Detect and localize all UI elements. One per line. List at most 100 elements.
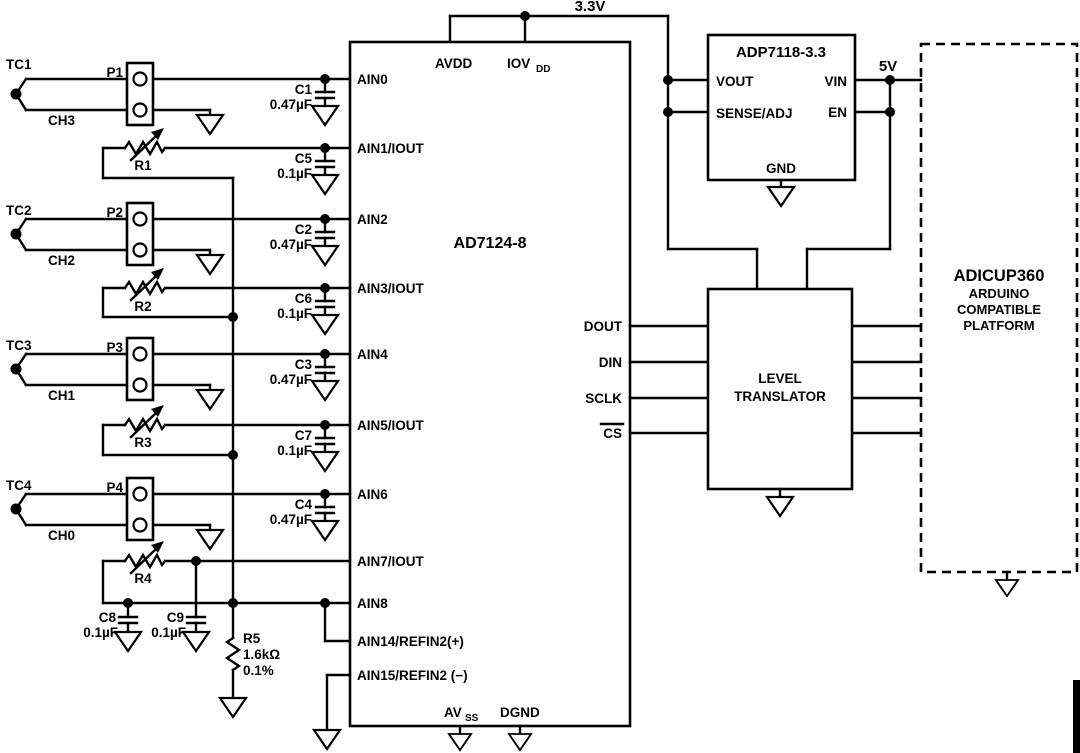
c9-label: C9 <box>167 610 184 625</box>
adc-pin-ain2: AIN2 <box>357 212 388 227</box>
thermocouple-row-2: TC2 P2 CH2 <box>6 201 352 276</box>
p2-label: P2 <box>106 205 123 220</box>
rail-3v3-label: 3.3V <box>575 0 606 15</box>
adc-ground-avss <box>448 724 472 752</box>
tc-junction-dot <box>10 88 22 100</box>
ref-links <box>312 601 352 751</box>
platform-label-4: PLATFORM <box>963 318 1034 333</box>
resistor-zigzag <box>224 636 242 672</box>
c4-value: 0.47µF <box>270 512 312 527</box>
variable-arrowhead <box>151 541 164 553</box>
c8-label: C8 <box>99 610 117 625</box>
level-translator-label-2: TRANSLATOR <box>734 389 826 404</box>
tc-junction-dot <box>10 363 22 375</box>
adc-pin-ain0: AIN0 <box>357 72 388 87</box>
c6-value: 0.1µF <box>277 306 312 321</box>
resistor-zigzag <box>123 139 167 157</box>
level-translator-label-1: LEVEL <box>758 371 802 386</box>
r2-label: R2 <box>134 299 151 314</box>
junction-dot <box>228 312 238 322</box>
connector-pin <box>132 486 148 502</box>
adc-pin-dout: DOUT <box>584 319 623 334</box>
connector-pin <box>132 102 148 118</box>
c5-label: C5 <box>295 151 313 166</box>
junction-dot <box>320 143 330 153</box>
ch1-label: CH1 <box>48 388 75 403</box>
cap-c1: C1 0.47µF <box>270 77 340 127</box>
c2-value: 0.47µF <box>270 237 312 252</box>
adc-pin-ain7: AIN7/IOUT <box>357 554 425 569</box>
c1-label: C1 <box>295 82 313 97</box>
variable-arrow <box>129 547 158 575</box>
platform-name: ADICUP360 <box>954 267 1045 285</box>
adc-ground-dgnd <box>508 724 532 752</box>
c9-value: 0.1µF <box>151 625 186 640</box>
cap-c7: C7 0.1µF <box>277 423 340 473</box>
r5-value: 1.6kΩ <box>243 647 280 662</box>
platform-adicup360: ADICUP360 ARDUINO COMPATIBLE PLATFORM <box>919 42 1079 598</box>
tc-junction-dot <box>10 228 22 240</box>
resistor-r1: R1 <box>101 128 352 180</box>
variable-arrow <box>129 134 158 162</box>
junction-dot <box>520 11 530 21</box>
adc-pin-iovdd-subscript: DD <box>536 64 550 75</box>
thermocouple-row-3: TC3 P3 CH1 <box>6 336 352 411</box>
connector-pin <box>132 211 148 227</box>
junction-dot <box>885 75 895 85</box>
r1-label: R1 <box>134 158 152 173</box>
r5-tolerance: 0.1% <box>243 663 274 678</box>
junction-dot <box>663 75 673 85</box>
adc-pin-avdd: AVDD <box>435 56 473 71</box>
ch3-label: CH3 <box>48 113 75 128</box>
variable-arrowhead <box>151 268 164 280</box>
p3-label: P3 <box>106 340 123 355</box>
c7-label: C7 <box>295 428 312 443</box>
junction-dot <box>320 214 330 224</box>
resistor-zigzag <box>123 416 167 434</box>
c5-value: 0.1µF <box>277 166 312 181</box>
spi-bus <box>628 324 923 435</box>
junction-dot <box>320 598 330 608</box>
resistor-r4: R4 <box>101 541 352 605</box>
ch2-label: CH2 <box>48 253 75 268</box>
resistor-zigzag <box>123 279 167 297</box>
cap-c9: C9 0.1µF <box>151 559 211 653</box>
tc3-label: TC3 <box>6 338 32 353</box>
tc1-label: TC1 <box>6 57 32 72</box>
c1-value: 0.47µF <box>270 97 312 112</box>
adc-pin-ain15: AIN15/REFIN2 (−) <box>357 668 468 683</box>
tc4-label: TC4 <box>6 478 32 493</box>
resistor-r2: R2 <box>101 268 352 319</box>
scan-artifact-bar <box>1073 680 1080 753</box>
bias-rail <box>101 176 352 605</box>
thermocouple-row-1: TC1 P1 CH3 <box>6 57 352 136</box>
thermocouple-row-4: TC4 P4 CH0 <box>6 476 352 551</box>
c3-value: 0.47µF <box>270 372 312 387</box>
cap-c3: C3 0.47µF <box>270 352 340 402</box>
regulator-output-wires <box>666 78 710 114</box>
junction-dot <box>320 283 330 293</box>
junction-dot <box>320 420 330 430</box>
r4-label: R4 <box>134 571 152 586</box>
resistor-r3: R3 <box>101 405 352 457</box>
variable-arrowhead <box>151 405 164 417</box>
regulator-pin-vin: VIN <box>824 74 847 89</box>
adc-pin-ain1: AIN1/IOUT <box>357 141 425 156</box>
p1-label: P1 <box>106 65 123 80</box>
r3-label: R3 <box>134 435 152 450</box>
adc-pin-avss: AV <box>444 705 462 720</box>
adc-ad7124-8: AD7124-8 AVDD IOV DD AV SS DGND AIN0 AIN… <box>348 40 632 728</box>
cap-c5: C5 0.1µF <box>277 146 340 196</box>
variable-arrowhead <box>151 128 164 140</box>
junction-dot <box>228 598 238 608</box>
r5-label: R5 <box>243 631 261 646</box>
junction-dot <box>320 349 330 359</box>
c2-label: C2 <box>295 222 312 237</box>
adc-pin-ain4: AIN4 <box>357 347 388 362</box>
platform-label-3: COMPATIBLE <box>957 302 1041 317</box>
adc-pin-iovdd: IOV <box>507 56 530 71</box>
cap-c8: C8 0.1µF <box>83 601 143 653</box>
adc-pin-avss-subscript: SS <box>465 713 479 724</box>
connector-pin <box>132 346 148 362</box>
